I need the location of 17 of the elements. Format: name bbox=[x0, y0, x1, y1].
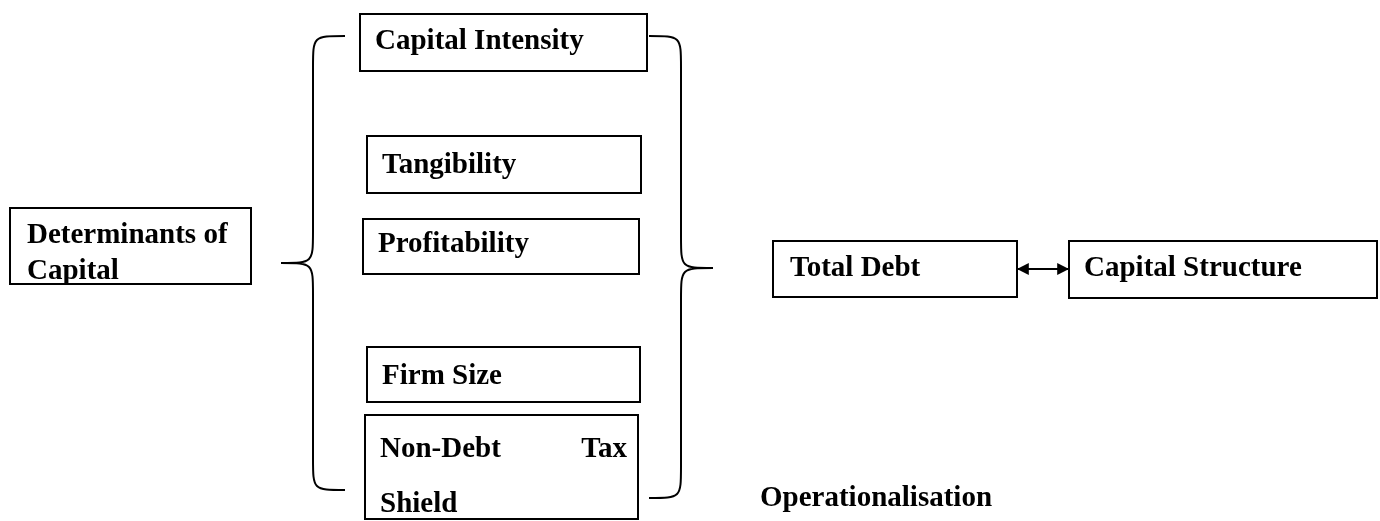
text-box bbox=[772, 240, 1018, 298]
text-box bbox=[359, 13, 648, 72]
text-box bbox=[364, 414, 639, 520]
text-box bbox=[1068, 240, 1378, 299]
box-label: Total Debt bbox=[790, 249, 922, 284]
box-label: Determinants of Capital bbox=[27, 216, 229, 288]
text-box bbox=[362, 218, 640, 275]
box-label: Non-Debt Tax Shield bbox=[380, 430, 627, 521]
caption-text: Operationalisation bbox=[760, 480, 992, 513]
box-label: Capital Intensity bbox=[375, 22, 585, 57]
box-label: Profitability bbox=[378, 225, 530, 260]
box-label: Firm Size bbox=[382, 357, 503, 392]
text-box bbox=[366, 346, 641, 403]
box-label: Capital Structure bbox=[1084, 249, 1303, 284]
text-box bbox=[9, 207, 252, 285]
text-box bbox=[366, 135, 642, 194]
box-label: Tangibility bbox=[382, 146, 518, 181]
